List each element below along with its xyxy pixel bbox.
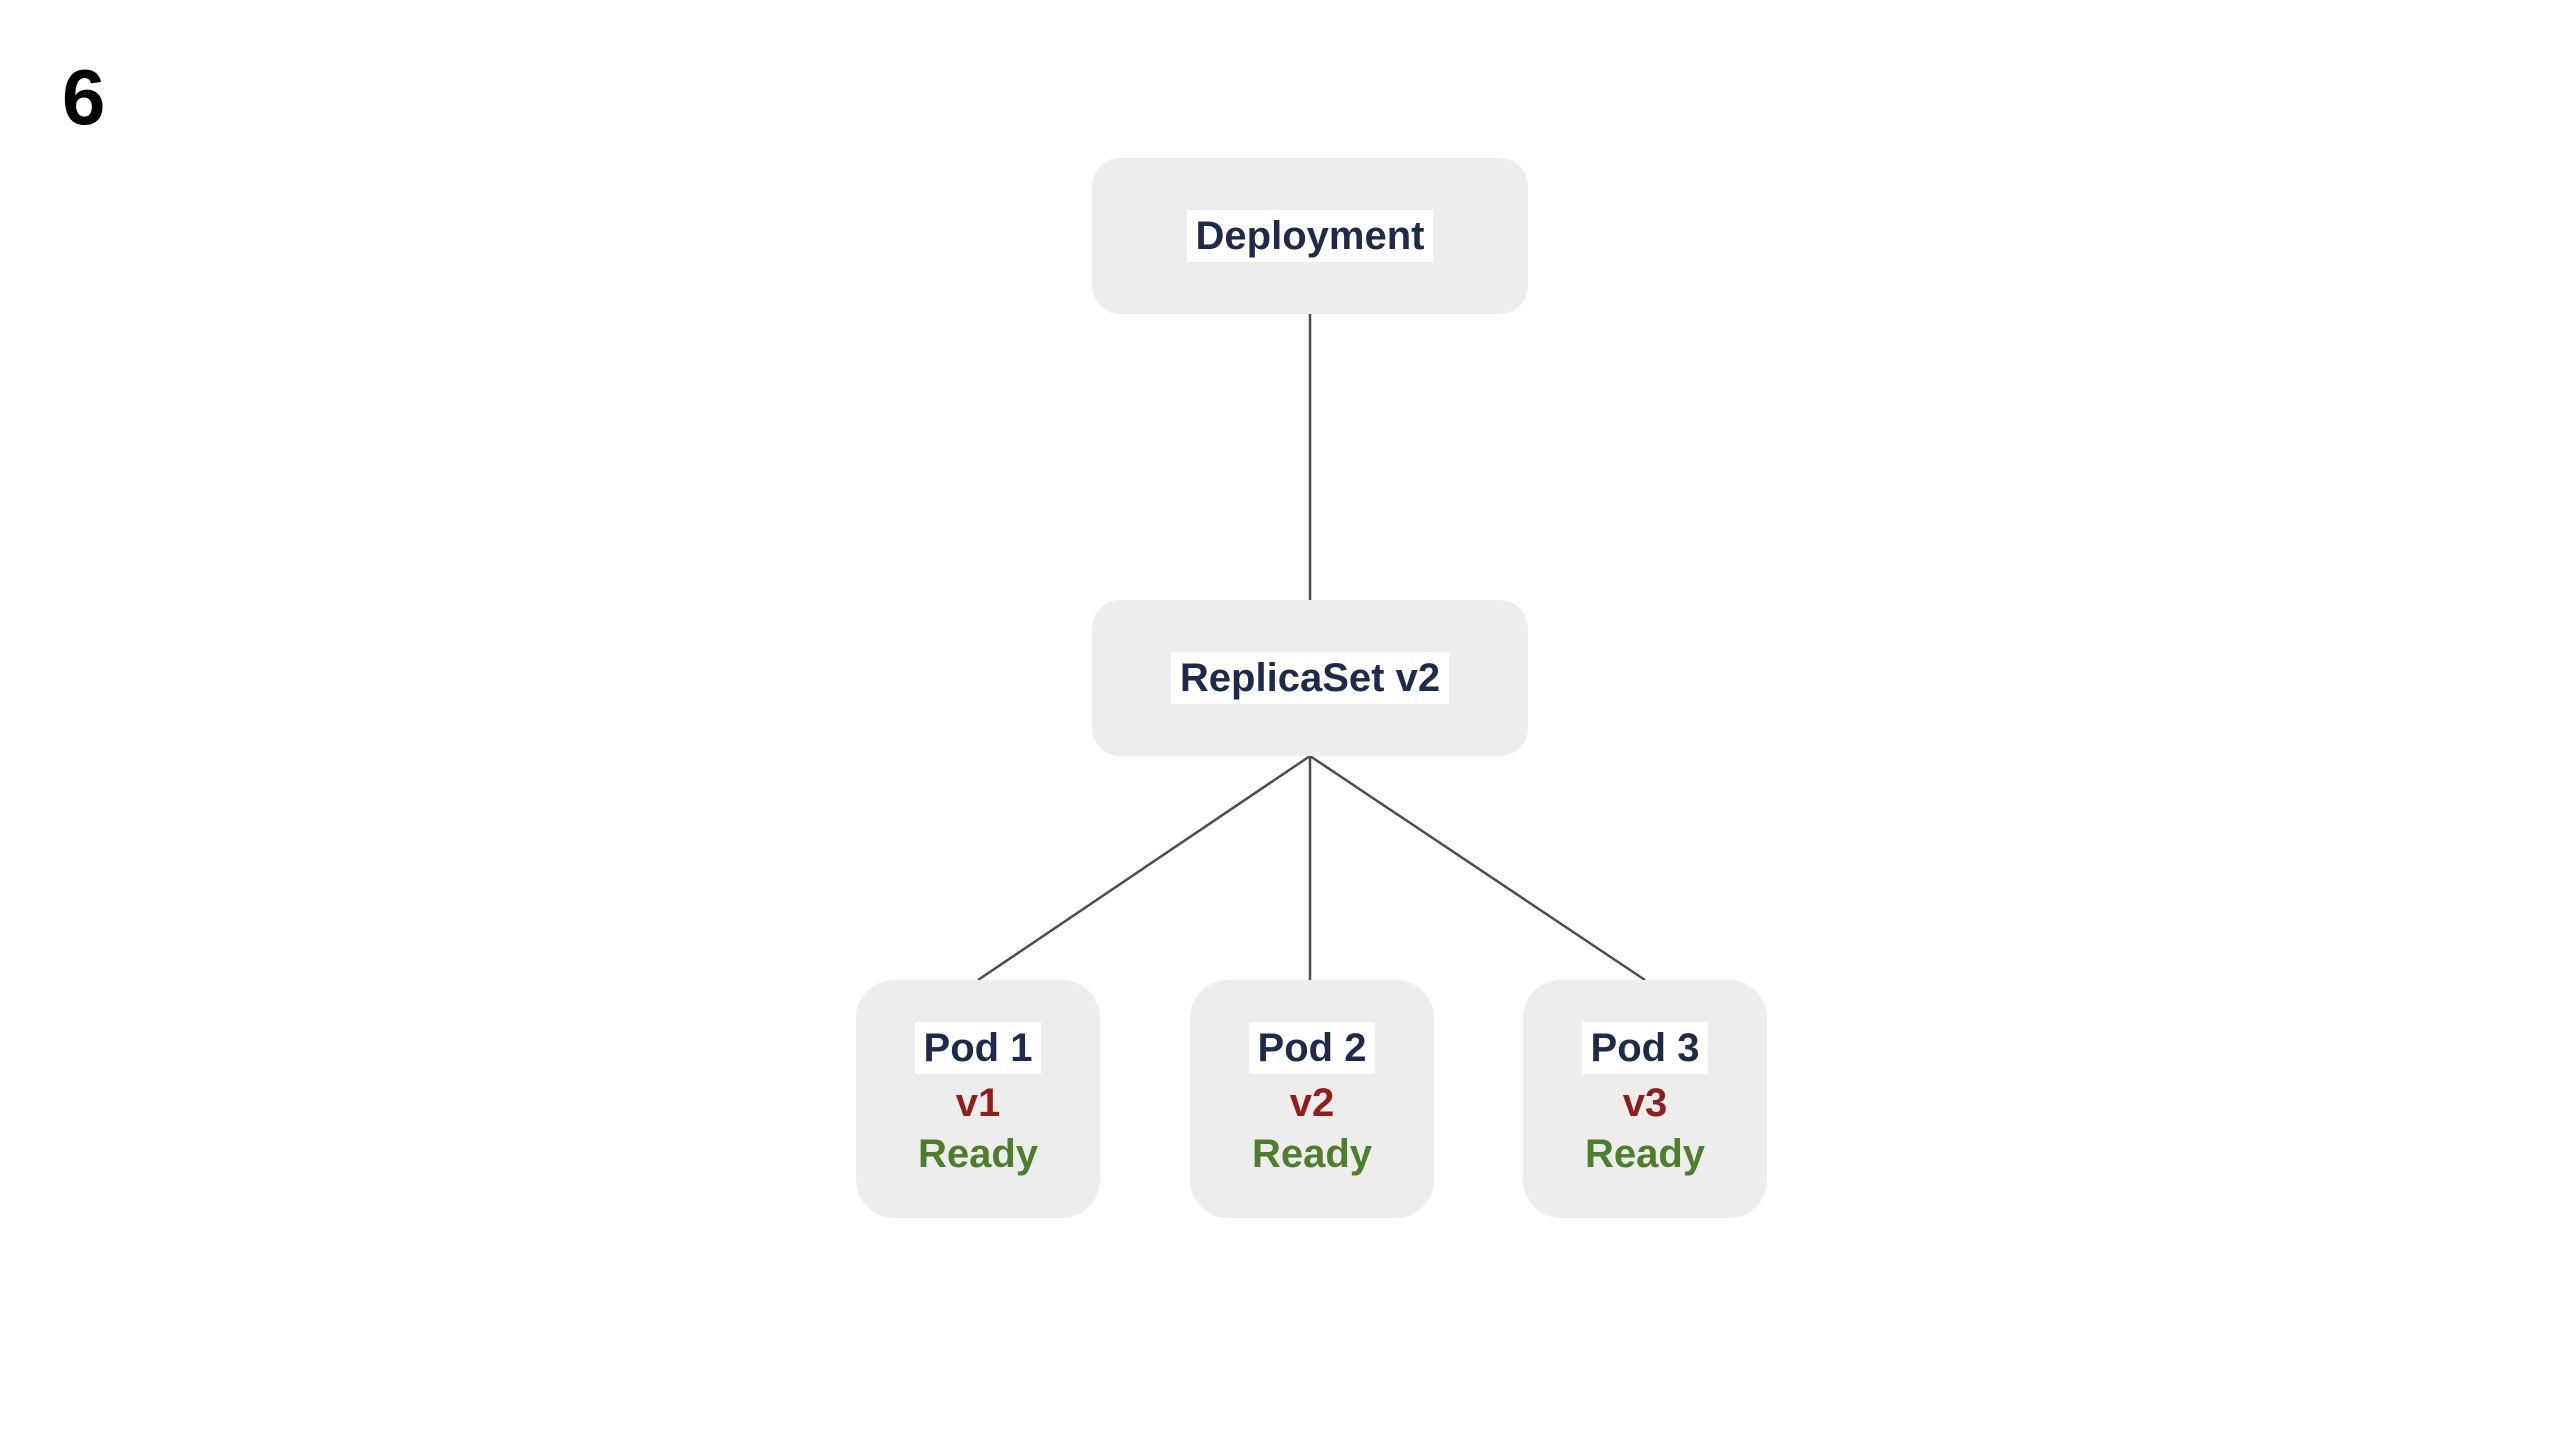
pod-1-status: Ready bbox=[917, 1132, 1039, 1176]
node-replicaset: ReplicaSet v2 bbox=[1092, 600, 1528, 756]
node-replicaset-label: ReplicaSet v2 bbox=[1170, 652, 1450, 704]
pod-1-version: v1 bbox=[955, 1081, 1001, 1125]
node-deployment: Deployment bbox=[1092, 158, 1528, 314]
edge-replicaset-pod1 bbox=[977, 754, 1311, 982]
slide-number: 6 bbox=[62, 53, 106, 141]
pod-2-status: Ready bbox=[1251, 1132, 1373, 1176]
node-pod-2: Pod 2 v2 Ready bbox=[1190, 980, 1434, 1218]
node-pod-1: Pod 1 v1 Ready bbox=[856, 980, 1100, 1218]
node-pod-3: Pod 3 v3 Ready bbox=[1523, 980, 1767, 1218]
node-deployment-label: Deployment bbox=[1186, 210, 1434, 262]
pod-2-name: Pod 2 bbox=[1248, 1022, 1376, 1074]
pod-1-name: Pod 1 bbox=[914, 1022, 1042, 1074]
pod-3-name: Pod 3 bbox=[1581, 1022, 1709, 1074]
pod-3-version: v3 bbox=[1622, 1081, 1668, 1125]
pod-3-status: Ready bbox=[1584, 1132, 1706, 1176]
edge-replicaset-pod3 bbox=[1309, 754, 1646, 982]
pod-2-version: v2 bbox=[1289, 1081, 1335, 1125]
